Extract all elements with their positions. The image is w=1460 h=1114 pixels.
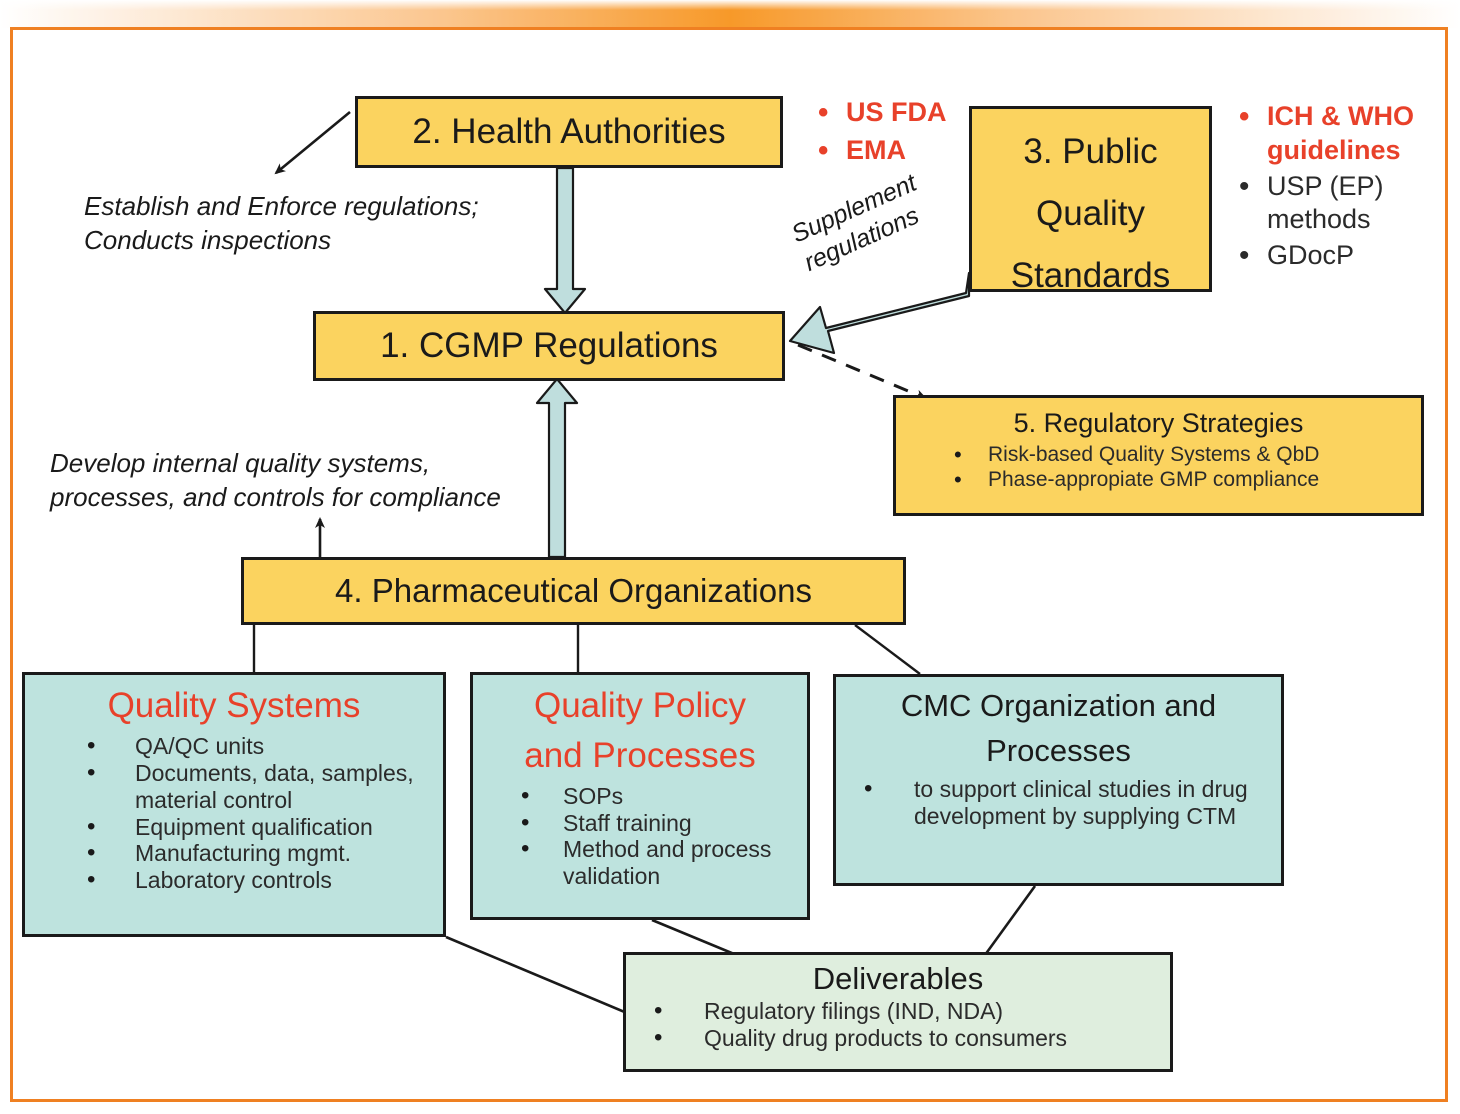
public-standards-bullet-list: ICH & WHO guidelines USP (EP) methods GD…	[1233, 98, 1433, 275]
arrow-qs-to-deliverables	[445, 935, 636, 1018]
box-quality-systems[interactable]: Quality Systems QA/QC units Documents, d…	[22, 672, 446, 937]
top-accent-gradient	[0, 0, 1460, 28]
box-public-quality-standards-title-line3: Standards	[1010, 255, 1171, 295]
box-public-quality-standards[interactable]: 3. Public Quality Standards	[969, 106, 1212, 295]
list-item: GDocP	[1233, 237, 1433, 274]
box-health-authorities[interactable]: 2. Health Authorities	[355, 96, 783, 168]
list-item: EMA	[812, 132, 947, 169]
box-pharmaceutical-organizations-title: 4. Pharmaceutical Organizations	[335, 572, 812, 609]
list-item: ICH & WHO guidelines	[1233, 98, 1433, 168]
note-line: processes, and controls for compliance	[50, 481, 501, 512]
box-health-authorities-title: 2. Health Authorities	[412, 112, 726, 151]
box-cgmp-regulations-title: 1. CGMP Regulations	[380, 326, 718, 365]
box-cmc-title-line2: Processes	[986, 733, 1131, 769]
box-deliverables-title: Deliverables	[812, 961, 984, 996]
note-line: Conducts inspections	[84, 224, 332, 255]
list-item: Staff training	[473, 809, 807, 837]
box-public-quality-standards-title-line1: 3. Public	[1023, 132, 1158, 171]
regulatory-strategies-bullet-list: Risk-based Quality Systems & QbD Phase-a…	[896, 442, 1421, 493]
note-establish-enforce: Establish and Enforce regulations; Condu…	[84, 190, 479, 258]
list-item: US FDA	[812, 94, 947, 131]
list-item: Quality drug products to consumers	[626, 1024, 1170, 1052]
arrow-pharma-to-cgmp	[535, 377, 579, 559]
list-item: Risk-based Quality Systems & QbD	[896, 442, 1421, 468]
arrow-health-to-note	[274, 110, 351, 175]
box-public-quality-standards-title-line2: Quality	[1036, 193, 1145, 233]
health-authorities-bullet-list: US FDA EMA	[812, 94, 947, 172]
arrow-health-to-cgmp	[543, 166, 587, 315]
list-item: Method and process validation	[473, 835, 807, 890]
box-cmc-organization-and-processes[interactable]: CMC Organization and Processes to suppor…	[833, 674, 1284, 886]
box-cmc-title-line1: CMC Organization and	[900, 688, 1217, 723]
list-item: to support clinical studies in drug deve…	[836, 775, 1281, 830]
arrow-cgmp-to-strategies	[797, 343, 927, 400]
box-quality-policy-title-line1: Quality Policy	[533, 686, 747, 725]
list-item: QA/QC units	[25, 732, 443, 760]
list-item: Laboratory controls	[25, 866, 443, 894]
box-pharmaceutical-organizations[interactable]: 4. Pharmaceutical Organizations	[241, 557, 906, 625]
arrow-standards-to-cgmp	[788, 271, 971, 355]
tree-connectors-pharma	[252, 624, 921, 675]
note-develop-internal-quality: Develop internal quality systems, proces…	[50, 447, 501, 515]
list-item: Manufacturing mgmt.	[25, 839, 443, 867]
list-item: USP (EP) methods	[1233, 168, 1433, 238]
quality-systems-bullet-list: QA/QC units Documents, data, samples, ma…	[25, 732, 443, 895]
box-deliverables[interactable]: Deliverables Regulatory filings (IND, ND…	[623, 952, 1173, 1072]
quality-policy-bullet-list: SOPs Staff training Method and process v…	[473, 782, 807, 891]
list-item: Phase-appropiate GMP compliance	[896, 467, 1421, 493]
box-quality-systems-title: Quality Systems	[107, 686, 361, 725]
note-line: Develop internal quality systems,	[50, 448, 431, 478]
box-quality-policy-title-line2: and Processes	[524, 735, 756, 775]
list-item: Documents, data, samples, material contr…	[25, 759, 443, 814]
list-item: Regulatory filings (IND, NDA)	[626, 997, 1170, 1025]
box-regulatory-strategies[interactable]: 5. Regulatory Strategies Risk-based Qual…	[893, 395, 1424, 516]
page-frame-border	[10, 27, 1448, 1102]
box-quality-policy-and-processes[interactable]: Quality Policy and Processes SOPs Staff …	[470, 672, 810, 920]
list-item: Equipment qualification	[25, 813, 443, 841]
cmc-bullet-list: to support clinical studies in drug deve…	[836, 775, 1281, 830]
list-item: SOPs	[473, 782, 807, 810]
box-regulatory-strategies-title: 5. Regulatory Strategies	[1013, 408, 1304, 438]
note-line: Establish and Enforce regulations;	[84, 191, 479, 221]
box-cgmp-regulations[interactable]: 1. CGMP Regulations	[313, 311, 785, 381]
deliverables-bullet-list: Regulatory filings (IND, NDA) Quality dr…	[626, 997, 1170, 1052]
